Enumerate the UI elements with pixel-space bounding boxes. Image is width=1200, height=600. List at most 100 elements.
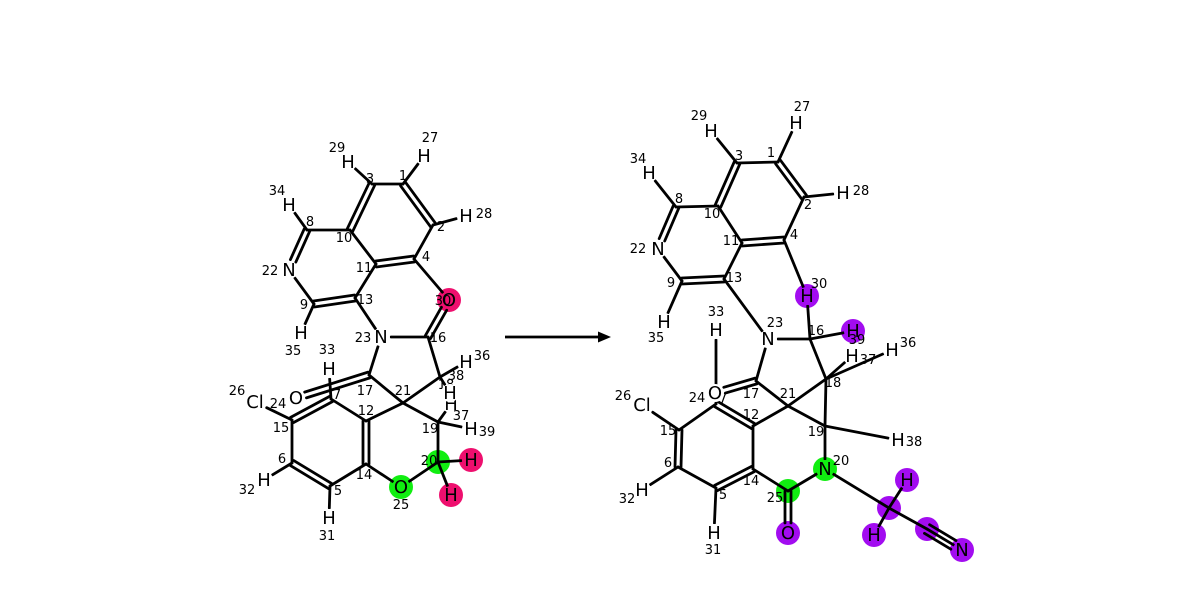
- reactant-bond-r7-r33: [328, 377, 333, 401]
- product-atom-index-28: 28: [853, 184, 870, 199]
- product-bond-p8-p22-1: [657, 204, 675, 241]
- product-bond-p17-p24-0: [724, 382, 759, 395]
- product-atom-n-22: N: [651, 239, 664, 260]
- reactant-bond-r8-r22-1: [288, 227, 306, 262]
- product-bond-p19-p38: [823, 424, 890, 440]
- product-atom-index-36: 36: [900, 336, 917, 351]
- product-bond-p4-p11-1: [740, 235, 786, 242]
- reactant-atom-index-6: 6: [278, 452, 286, 467]
- product-atom-h-31: H: [707, 523, 721, 544]
- reactant-atom-bg-r30: [440, 291, 458, 309]
- reactant-atom-index-32: 32: [239, 483, 256, 498]
- product-atom-index-29: 29: [691, 109, 708, 124]
- product-bond-p44-p45-2: [923, 531, 953, 551]
- reactant-atom-index-19: 19: [422, 422, 439, 437]
- reactant-bond-r20-r25: [407, 460, 440, 483]
- reactant-bond-r18-r36: [438, 365, 459, 379]
- product-atom-index-10: 10: [704, 207, 721, 222]
- reactant-atom-h-r40: H: [464, 450, 478, 471]
- product-atom-h-28: H: [836, 183, 850, 204]
- reactant-atom-index-23: 23: [355, 331, 372, 346]
- product-atom-index-1: 1: [767, 146, 775, 161]
- reactant-bond-r7-r15-0: [292, 400, 334, 425]
- product-atom-h-27: H: [789, 113, 803, 134]
- product-bond-p1-p2-0: [779, 158, 808, 197]
- product-bond-p11-p10: [716, 204, 744, 245]
- product-bond-p13-p23: [722, 277, 764, 333]
- reactant-bond-r10-r3-1: [351, 183, 377, 233]
- product-bond-p41-p42: [887, 487, 903, 510]
- product-bond-p8-p22-0: [663, 206, 681, 243]
- product-atom-index-13: 13: [726, 271, 743, 286]
- product-atom-o-p40: O: [781, 523, 795, 544]
- reactant-atom-bg-r38: [441, 384, 459, 402]
- product-atom-index-16: 16: [808, 324, 825, 339]
- reactant-atom-bg-r34: [280, 196, 298, 214]
- product-atom-index-21: 21: [780, 387, 797, 402]
- reactant-atom-bg-r40: [462, 451, 480, 469]
- reactant-atom-h-35: H: [294, 323, 308, 344]
- reactant-atom-bg-r33: [320, 360, 338, 378]
- product-bond-p10-p8: [674, 204, 720, 209]
- reactant-bond-r13-r11: [353, 262, 378, 300]
- reactant-bond-r18-r21: [401, 375, 442, 405]
- product-atom-index-19: 19: [808, 425, 825, 440]
- product-atom-bg-p28: [834, 184, 852, 202]
- product-atom-bg-p29: [702, 122, 720, 140]
- reactant-bond-r21-r19: [401, 401, 440, 424]
- product-bond-p41-p44: [887, 506, 929, 531]
- reactant-atom-index-24: 24: [270, 397, 287, 412]
- product-bond-p2-p28: [802, 192, 835, 199]
- product-atom-index-20: 20: [833, 454, 850, 469]
- reactant-atom-index-2: 2: [437, 220, 445, 235]
- reactant-atom-index-17: 17: [357, 384, 374, 399]
- product-atom-h-29: H: [704, 121, 718, 142]
- product-bond-p21-p18: [786, 377, 828, 408]
- product-bond-p6-p5: [676, 465, 718, 490]
- product-atom-h-35: H: [657, 312, 671, 333]
- reactant-bond-r5-r14: [328, 462, 368, 488]
- reactant-atom-h-29: H: [341, 152, 355, 173]
- product-atom-bg-p35: [655, 313, 673, 331]
- product-bond-p6-p32: [649, 465, 680, 487]
- reactant-atom-h-36: H: [459, 352, 473, 373]
- product-bond-p1-p27: [776, 130, 794, 164]
- reactant-bond-r9-r35: [303, 302, 316, 326]
- product-atom-bg-p43: [865, 526, 883, 544]
- reactant-bond-r16-r30-1: [429, 308, 449, 340]
- reactant-bond-r20-r41: [436, 460, 449, 488]
- reactant-atom-index-29: 29: [329, 141, 346, 156]
- product-bond-p12-p7-1: [716, 400, 756, 425]
- reactant-atom-index-14: 14: [356, 468, 373, 483]
- product-bond-p16-p30: [806, 304, 812, 341]
- reactant-bond-r4-r11-1: [374, 254, 416, 263]
- product-atom-h-37: H: [845, 346, 859, 367]
- product-atom-bg-p38: [889, 431, 907, 449]
- product-atom-index-11: 11: [723, 234, 740, 249]
- product-bond-p3-p29: [715, 137, 739, 165]
- reactant-atom-index-11: 11: [356, 261, 373, 276]
- product-bond-p25-p20: [786, 472, 818, 493]
- product-bond-p15-p26: [651, 410, 681, 432]
- product-bond-p15-p6-1: [673, 428, 678, 469]
- reactant-molecule: 123456789101112131415161718192021N22N23O…: [229, 131, 496, 544]
- reactant-atom-bg-r25: [392, 478, 410, 496]
- product-atom-index-34: 34: [630, 152, 647, 167]
- reactant-atom-index-22: 22: [262, 264, 279, 279]
- reactant-atom-bg-r39: [462, 420, 480, 438]
- product-atom-bg-p23: [759, 330, 777, 348]
- reactant-atom-index-33: 33: [319, 343, 336, 358]
- reactant-atom-index-5: 5: [334, 484, 342, 499]
- reactant-bond-r9-r13-0: [312, 293, 356, 303]
- product-atom-n-20: N: [818, 459, 831, 480]
- reactant-atom-index-36: 36: [474, 349, 491, 364]
- reactant-atom-index-9: 9: [300, 298, 308, 313]
- product-atom-h-33: H: [709, 320, 723, 341]
- product-atom-index-38: 38: [906, 435, 923, 450]
- reactant-atom-index-8: 8: [306, 215, 314, 230]
- reactant-atom-bg-r41: [442, 486, 460, 504]
- product-atom-index-3: 3: [735, 149, 743, 164]
- reactant-atom-index-39: 39: [479, 425, 496, 440]
- product-atom-bg-p34: [640, 164, 658, 182]
- reactant-bond-r22-r9: [293, 276, 316, 306]
